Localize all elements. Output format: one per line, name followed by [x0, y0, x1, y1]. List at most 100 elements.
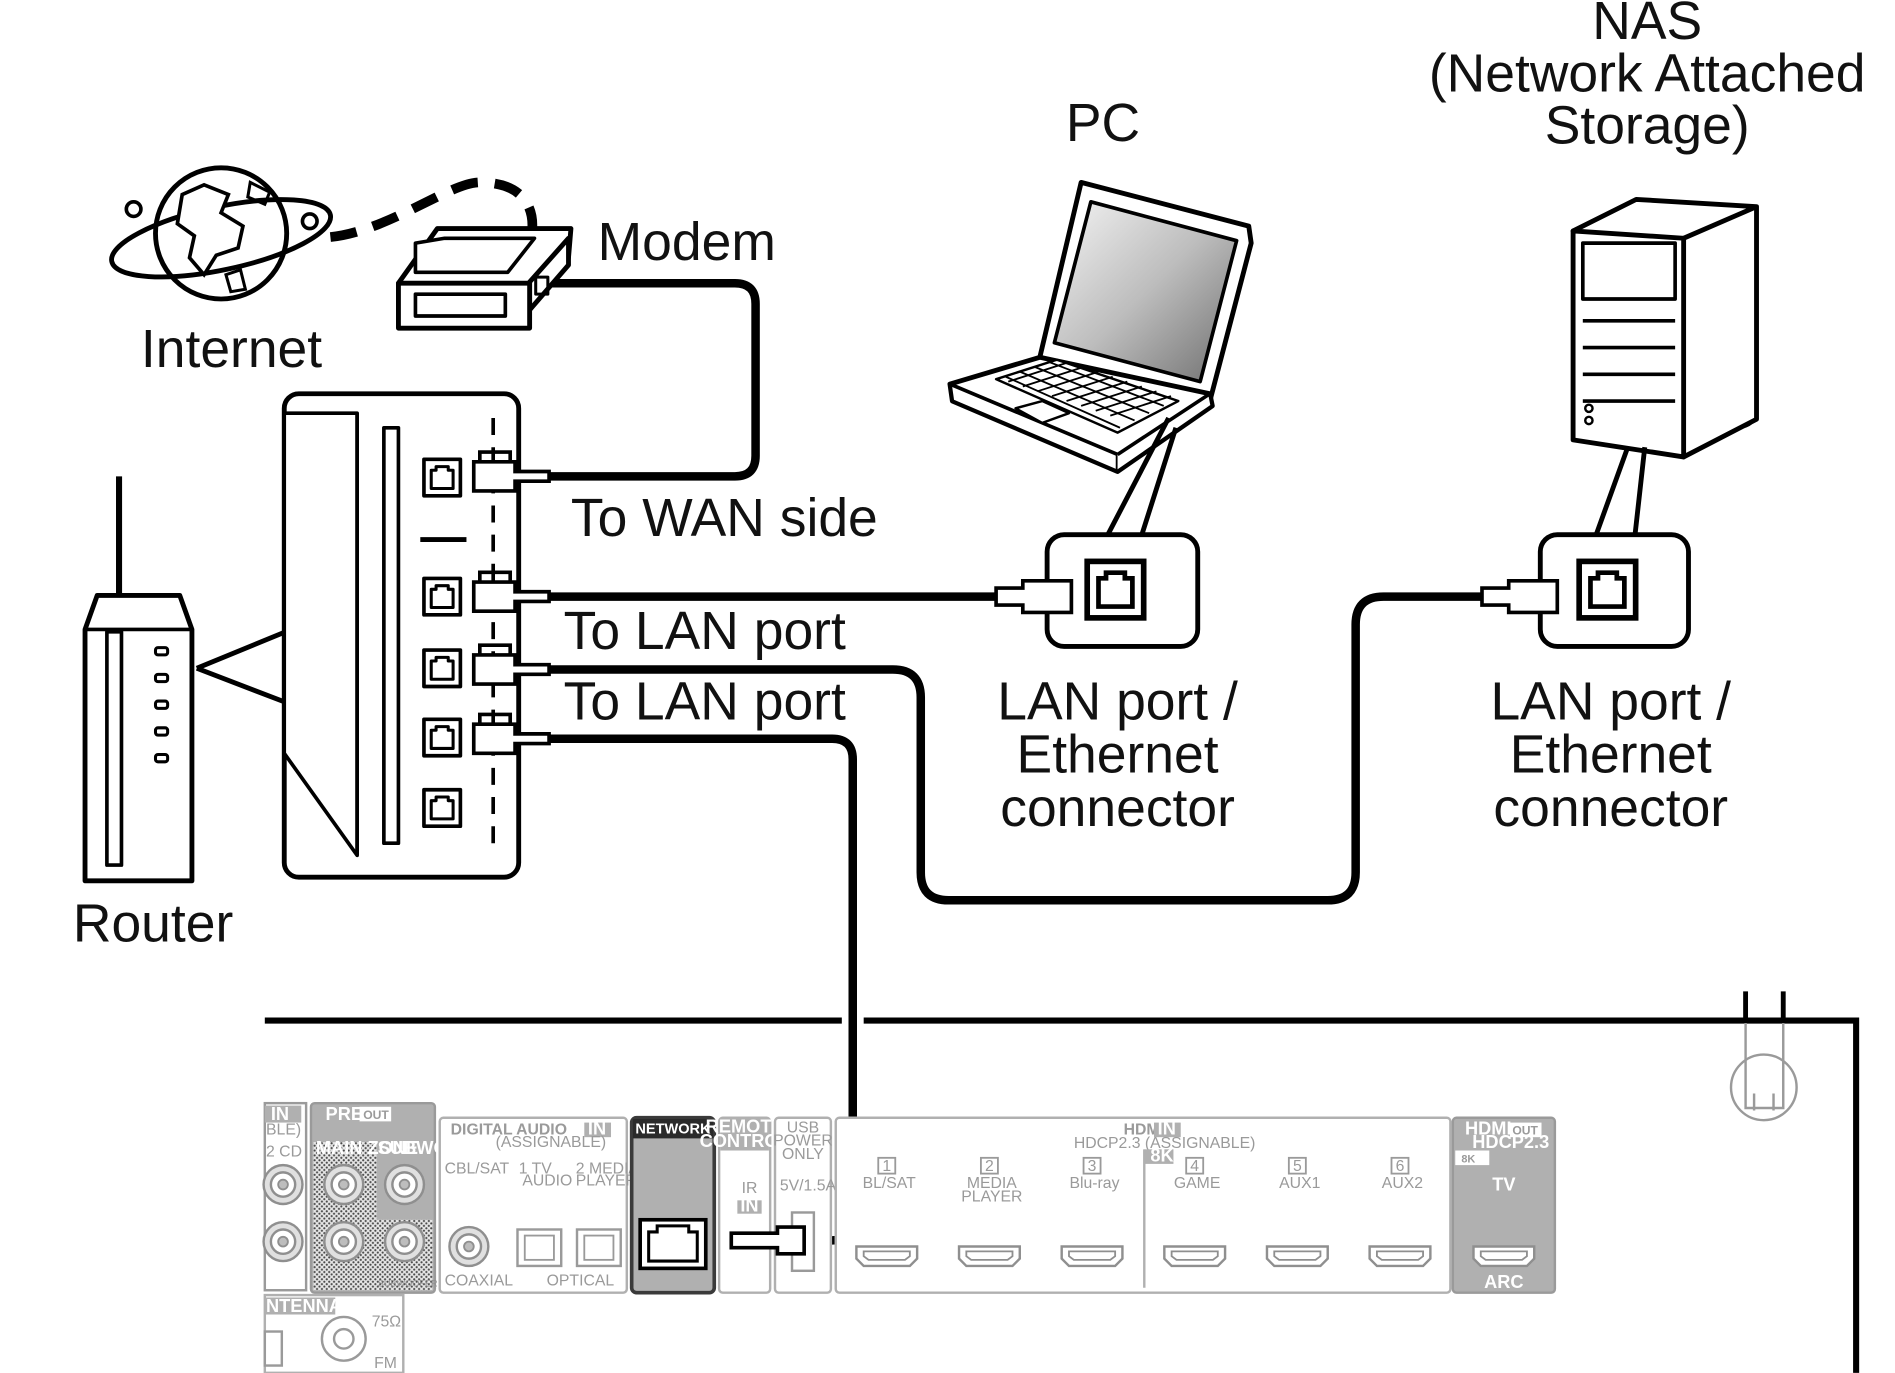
svg-text:PRE: PRE: [326, 1104, 363, 1124]
hdmi-port: [957, 1245, 1021, 1268]
svg-text:TV: TV: [1492, 1175, 1516, 1195]
svg-text:LAN port /: LAN port /: [997, 672, 1238, 731]
svg-text:8K: 8K: [1461, 1154, 1475, 1166]
hdmi-in-section: HDMI IN HDCP2.3 (ASSIGNABLE) 8K 1BL/SAT 2…: [834, 1116, 1452, 1294]
svg-text:(ASSIGNABLE): (ASSIGNABLE): [496, 1134, 606, 1151]
hdmi-port: [1163, 1245, 1227, 1268]
hdmi-input-number: 6: [1396, 1158, 1405, 1175]
svg-text:HDMI: HDMI: [1465, 1119, 1512, 1139]
nas-ethernet-plug: [1480, 578, 1560, 615]
svg-text:HDCP2.3 (ASSIGNABLE): HDCP2.3 (ASSIGNABLE): [1074, 1135, 1256, 1152]
router-lan-port-1: [422, 576, 463, 617]
svg-text:IN: IN: [740, 1195, 758, 1215]
svg-text:AUDIO: AUDIO: [522, 1173, 572, 1190]
svg-text:REMOTE: REMOTE: [706, 1116, 784, 1136]
hdmi-port: [1265, 1245, 1329, 1268]
router-nas-cable: [544, 592, 1487, 905]
svg-text:DIGITAL AUDIO: DIGITAL AUDIO: [451, 1122, 567, 1139]
pc-ethernet-plug: [994, 578, 1074, 615]
svg-text:connector: connector: [1000, 779, 1235, 838]
internet-modem-link: [329, 177, 538, 242]
svg-text:IN: IN: [1158, 1119, 1176, 1139]
hdmi-input-name: AUX1: [1279, 1175, 1320, 1192]
usb-power-section: USB POWER ONLY 5V/1.5A: [773, 1116, 837, 1294]
hdmi-port: [1060, 1245, 1124, 1268]
antenna-section: NTENNA 75Ω FM: [263, 1293, 405, 1373]
svg-text:PLAYER: PLAYER: [576, 1173, 637, 1190]
subwoofer2-label: SUBWOOFER 2: [378, 1279, 445, 1289]
pc-callout-pointer: [1105, 416, 1179, 536]
to-lan-label-1: To LAN port: [564, 602, 846, 661]
svg-text:IR: IR: [742, 1180, 758, 1197]
hdmi-input-number: 5: [1293, 1158, 1302, 1175]
svg-text:5V/1.5A: 5V/1.5A: [780, 1178, 837, 1195]
hdmi-input-number: 2: [985, 1158, 994, 1175]
pc-port-label: LAN port / Ethernet connector: [997, 672, 1238, 838]
router-lan-port-2: [422, 648, 463, 689]
svg-text:COAXIAL: COAXIAL: [445, 1272, 514, 1289]
modem-label: Modem: [598, 213, 776, 272]
nas-label: NAS (Network Attached Storage): [1429, 0, 1866, 156]
svg-text:CONTROL: CONTROL: [700, 1131, 790, 1151]
hdmi-input-name: PLAYER: [961, 1189, 1022, 1206]
svg-text:OPTICAL: OPTICAL: [547, 1272, 615, 1289]
router-lan-port-4: [422, 787, 463, 829]
main-zone-label: MAIN ZONE: [316, 1138, 418, 1158]
hdmi-port: [855, 1245, 919, 1268]
hdmi-input-number: 4: [1190, 1158, 1199, 1175]
router-rear-panel: [281, 391, 522, 880]
svg-text:FM: FM: [374, 1355, 397, 1372]
svg-text:2 CD: 2 CD: [266, 1144, 302, 1161]
router-icon: [82, 476, 287, 884]
laptop-pc-icon: [947, 179, 1254, 474]
hdmi-input-name: AUX2: [1382, 1175, 1423, 1192]
modem-icon: [396, 226, 574, 331]
svg-text:Ethernet: Ethernet: [1510, 726, 1712, 785]
nas-callout-pointer: [1593, 446, 1648, 536]
svg-text:BLE): BLE): [266, 1122, 301, 1139]
hdmi-input-name: Blu-ray: [1069, 1175, 1119, 1192]
hdmi-input-name: BL/SAT: [863, 1175, 917, 1192]
svg-text:2 MEDIA: 2 MEDIA: [576, 1161, 640, 1178]
svg-text:Ethernet: Ethernet: [1017, 726, 1219, 785]
receiver-network-lan-port: [638, 1217, 708, 1271]
hdmi-input-port-1: 1BL/SAT: [855, 1156, 919, 1268]
svg-text:CBL/SAT: CBL/SAT: [445, 1161, 510, 1178]
svg-text:1 TV: 1 TV: [519, 1161, 553, 1178]
nas-lan-port-callout: [1537, 532, 1691, 649]
receiver-network-port-section: NETWORK: [629, 1115, 717, 1295]
svg-text:OUT: OUT: [363, 1108, 389, 1122]
router-lan-port-3: [422, 717, 463, 758]
to-wan-label: To WAN side: [571, 489, 878, 548]
internet-label: Internet: [141, 320, 322, 379]
svg-text:8K: 8K: [1150, 1145, 1173, 1165]
svg-text:Storage): Storage): [1545, 97, 1750, 156]
hdmi-out-section: HDMI OUT HDCP2.3 8K TV ARC: [1451, 1116, 1557, 1294]
hdmi-input-ports: 1BL/SAT2MEDIAPLAYER3Blu-ray4GAME5AUX16AU…: [855, 1156, 1432, 1268]
svg-text:NTENNA: NTENNA: [266, 1296, 342, 1316]
svg-text:ARC: ARC: [1484, 1272, 1523, 1292]
svg-text:connector: connector: [1493, 779, 1728, 838]
hdmi-port: [1368, 1245, 1432, 1268]
nas-port-label: LAN port / Ethernet connector: [1490, 672, 1731, 838]
to-lan-label-2: To LAN port: [564, 672, 846, 731]
svg-text:(Network Attached: (Network Attached: [1429, 44, 1866, 103]
svg-text:POWER: POWER: [773, 1133, 833, 1150]
network-label: NETWORK: [635, 1122, 711, 1138]
svg-text:LAN port /: LAN port /: [1490, 672, 1731, 731]
hdmi-input-number: 1: [882, 1158, 891, 1175]
hdmi-input-name: MEDIA: [967, 1175, 1017, 1192]
svg-text:HDCP2.3: HDCP2.3: [1472, 1132, 1549, 1152]
svg-text:USB: USB: [787, 1119, 819, 1136]
internet-globe-icon: [109, 165, 334, 302]
hdmi-input-number: 3: [1088, 1158, 1097, 1175]
receiver-outline: [264, 991, 1860, 1373]
hdmi-input-name: GAME: [1174, 1175, 1220, 1192]
svg-text:HDMI: HDMI: [1124, 1122, 1164, 1139]
power-cord-connector: [1729, 1022, 1798, 1122]
